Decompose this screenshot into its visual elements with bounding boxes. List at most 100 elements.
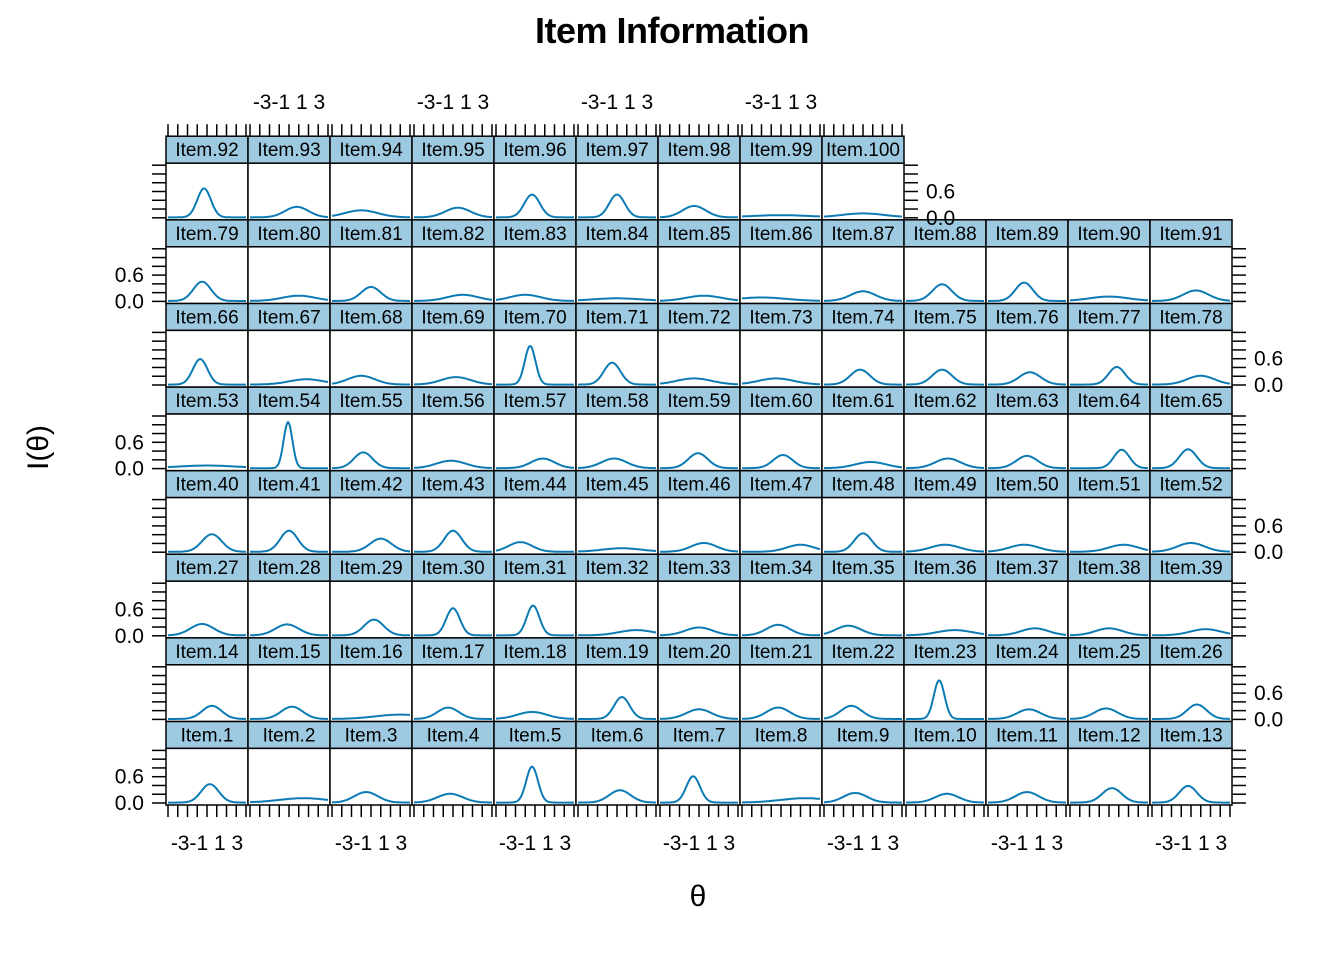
strip-label: Item.80 xyxy=(257,224,320,245)
information-curve xyxy=(414,792,492,804)
information-curve xyxy=(741,377,820,386)
information-curve xyxy=(741,296,821,302)
panel-item-51: Item.51 xyxy=(1067,469,1151,555)
x-tick-labels: -3-1 1 3 xyxy=(991,832,1063,855)
information-curve xyxy=(1152,628,1231,637)
strip-label: Item.22 xyxy=(831,642,894,663)
panel-item-17: Item.17 xyxy=(411,637,495,723)
strip-label: Item.9 xyxy=(837,725,890,746)
information-curve xyxy=(988,627,1066,637)
information-curve xyxy=(496,604,574,637)
panel-item-16: Item.16 xyxy=(329,637,413,723)
x-tick-labels: -3-1 1 3 xyxy=(171,832,243,855)
y-tick-label: 0.0 xyxy=(115,290,144,313)
strip-label: Item.47 xyxy=(749,475,812,496)
strip-label: Item.100 xyxy=(826,140,900,161)
information-curve xyxy=(332,285,410,302)
panel-item-10: Item.10 xyxy=(903,720,987,806)
panel-item-25: Item.25 xyxy=(1067,637,1151,723)
information-curve xyxy=(331,209,410,219)
y-tick-label: 0.0 xyxy=(1254,541,1283,564)
y-axis-label: I(θ) xyxy=(22,425,55,470)
panel-item-62: Item.62 xyxy=(903,386,987,472)
strip-label: Item.84 xyxy=(585,224,649,245)
strip-label: Item.54 xyxy=(257,391,321,412)
information-curve xyxy=(578,297,656,302)
strip-label: Item.15 xyxy=(257,642,320,663)
strip-label: Item.71 xyxy=(585,307,648,328)
information-curve xyxy=(331,374,410,386)
information-curve xyxy=(578,193,656,219)
information-curve xyxy=(823,212,903,218)
panel-item-48: Item.48 xyxy=(821,469,905,555)
panel-item-50: Item.50 xyxy=(985,469,1069,555)
panel-item-46: Item.46 xyxy=(657,469,741,555)
information-curve xyxy=(906,457,984,470)
information-curve xyxy=(496,765,574,804)
information-curve xyxy=(742,543,821,553)
strip-label: Item.88 xyxy=(913,224,976,245)
information-curve xyxy=(1070,627,1148,637)
strip-label: Item.37 xyxy=(995,558,1058,579)
strip-label: Item.51 xyxy=(1077,475,1140,496)
information-curve xyxy=(496,344,574,386)
panel-item-9: Item.9 xyxy=(821,720,905,806)
information-curve xyxy=(988,371,1066,386)
strip-label: Item.60 xyxy=(749,391,812,412)
strip-label: Item.12 xyxy=(1077,725,1140,746)
panel-item-24: Item.24 xyxy=(985,637,1069,723)
strip-label: Item.4 xyxy=(427,725,480,746)
strip-label: Item.31 xyxy=(503,558,566,579)
information-curve xyxy=(168,704,246,720)
strip-label: Item.87 xyxy=(831,224,894,245)
strip-label: Item.16 xyxy=(339,642,402,663)
panel-item-88: Item.88 xyxy=(903,219,987,305)
panel-item-22: Item.22 xyxy=(821,637,905,723)
strip-label: Item.90 xyxy=(1077,224,1140,245)
panel-item-12: Item.12 xyxy=(1067,720,1151,806)
information-curve xyxy=(249,797,329,804)
panel-item-90: Item.90 xyxy=(1067,219,1151,305)
panel-item-43: Item.43 xyxy=(411,469,495,555)
panel-item-53: Item.53 xyxy=(165,386,249,472)
panel-item-37: Item.37 xyxy=(985,553,1069,639)
strip-label: Item.92 xyxy=(175,140,238,161)
information-curve xyxy=(332,790,411,804)
strip-label: Item.83 xyxy=(503,224,566,245)
strip-label: Item.68 xyxy=(339,307,402,328)
strip-label: Item.5 xyxy=(509,725,562,746)
strip-label: Item.13 xyxy=(1159,725,1222,746)
strip-label: Item.2 xyxy=(263,725,316,746)
information-curve xyxy=(824,461,903,470)
panel-item-58: Item.58 xyxy=(575,386,659,472)
information-curve xyxy=(250,205,329,219)
panel-item-66: Item.66 xyxy=(165,302,249,388)
panel-item-49: Item.49 xyxy=(903,469,987,555)
information-curve xyxy=(250,420,328,470)
strip-label: Item.42 xyxy=(339,475,402,496)
panel-item-11: Item.11 xyxy=(985,720,1069,806)
information-curve xyxy=(1070,543,1149,553)
x-tick-labels: -3-1 1 3 xyxy=(417,91,489,114)
strip-label: Item.97 xyxy=(585,140,648,161)
panel-item-15: Item.15 xyxy=(247,637,331,723)
information-curve xyxy=(578,695,656,720)
strip-label: Item.66 xyxy=(175,307,238,328)
strip-label: Item.58 xyxy=(585,391,648,412)
panel-item-63: Item.63 xyxy=(985,386,1069,472)
information-curve xyxy=(988,543,1066,553)
strip-label: Item.52 xyxy=(1159,475,1222,496)
strip-label: Item.73 xyxy=(749,307,812,328)
strip-label: Item.43 xyxy=(421,475,484,496)
information-curve xyxy=(823,791,902,804)
information-curve xyxy=(414,706,492,720)
panel-item-35: Item.35 xyxy=(821,553,905,639)
strip-label: Item.53 xyxy=(175,391,238,412)
strip-label: Item.55 xyxy=(339,391,402,412)
information-curve xyxy=(906,283,984,302)
information-curve xyxy=(660,626,738,637)
panel-item-65: Item.65 xyxy=(1149,386,1233,472)
information-curve xyxy=(1070,787,1148,804)
information-curve xyxy=(168,623,247,637)
